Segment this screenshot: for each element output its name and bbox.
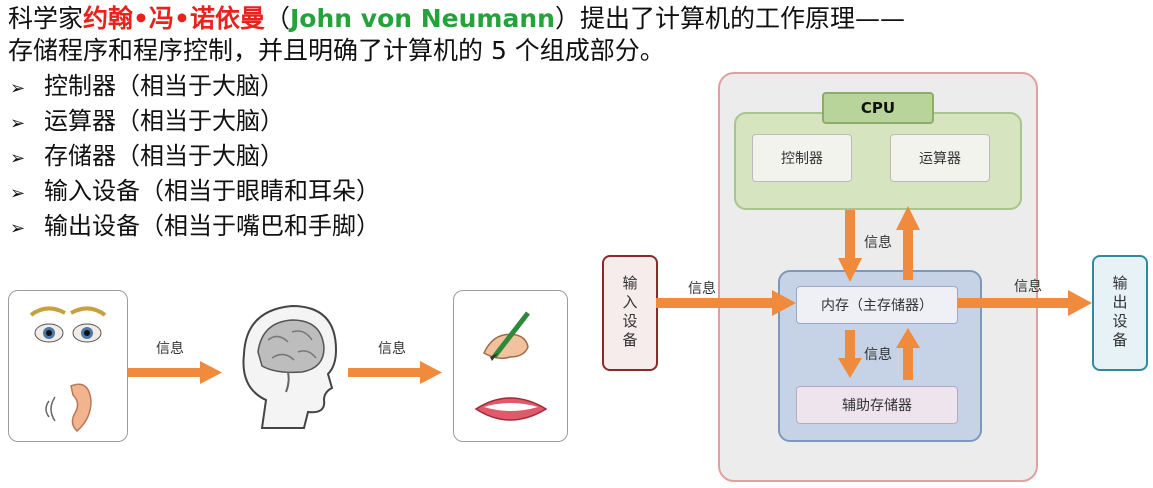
bullet-arrow-icon: ➢	[10, 78, 26, 99]
output-device-box: 输出设备	[1092, 255, 1148, 371]
hand-pen-icon	[483, 311, 530, 361]
info-label-output: 信息	[1014, 279, 1042, 295]
list-item: ➢ 控制器（相当于大脑）	[10, 70, 380, 105]
bullet-arrow-icon: ➢	[10, 148, 26, 169]
part-text: 输出设备（相当于嘴巴和手脚）	[44, 212, 380, 240]
eyes-ear-illustration	[29, 306, 107, 433]
intro-line-2: 存储程序和程序控制，并且明确了计算机的 5 个组成部分。	[8, 36, 665, 65]
part-text: 输入设备（相当于眼睛和耳朵）	[44, 177, 380, 205]
controller-box: 控制器	[752, 134, 852, 182]
intro-suffix: ）提出了计算机的工作原理——	[554, 4, 905, 33]
bullet-arrow-icon: ➢	[10, 113, 26, 134]
list-item: ➢ 运算器（相当于大脑）	[10, 105, 380, 140]
analogy-arrow-2	[348, 361, 442, 384]
bullet-arrow-icon: ➢	[10, 218, 26, 239]
eyes-icon	[29, 306, 107, 343]
info-label-cpu-memory: 信息	[864, 235, 892, 251]
main-memory-box: 内存（主存储器）	[796, 286, 958, 324]
analogy-arrow-1	[128, 361, 222, 384]
info-label-memory-aux: 信息	[864, 347, 892, 363]
name-en: John von Neumann	[290, 4, 555, 33]
senses-card	[8, 290, 128, 442]
analogy-arrow2-label: 信息	[378, 341, 406, 357]
mouth-icon	[474, 397, 548, 421]
intro-line-1: 科学家约翰•冯•诺依曼（John von Neumann）提出了计算机的工作原理…	[8, 4, 905, 34]
bullet-arrow-icon: ➢	[10, 183, 26, 204]
part-text: 控制器（相当于大脑）	[44, 72, 284, 100]
part-text: 运算器（相当于大脑）	[44, 107, 284, 135]
brain-head-icon	[242, 304, 338, 429]
cpu-label: CPU	[822, 92, 934, 124]
list-item: ➢ 存储器（相当于大脑）	[10, 140, 380, 175]
info-label-input: 信息	[688, 281, 716, 297]
list-item: ➢ 输入设备（相当于眼睛和耳朵）	[10, 175, 380, 210]
name-cn: 约翰•冯•诺依曼	[83, 4, 265, 33]
analogy-arrow1-label: 信息	[156, 341, 184, 357]
aux-storage-box: 辅助存储器	[796, 386, 958, 424]
list-item: ➢ 输出设备（相当于嘴巴和手脚）	[10, 210, 380, 245]
parts-list: ➢ 控制器（相当于大脑） ➢ 运算器（相当于大脑） ➢ 存储器（相当于大脑） ➢ 输入设…	[10, 70, 380, 245]
paren-open: （	[264, 4, 290, 33]
input-device-box: 输入设备	[602, 255, 658, 371]
intro-prefix: 科学家	[8, 4, 84, 33]
alu-box: 运算器	[890, 134, 990, 182]
part-text: 存储器（相当于大脑）	[44, 142, 284, 170]
hand-mouth-illustration	[474, 311, 548, 421]
output-organs-card	[453, 290, 568, 442]
ear-icon	[45, 383, 92, 433]
